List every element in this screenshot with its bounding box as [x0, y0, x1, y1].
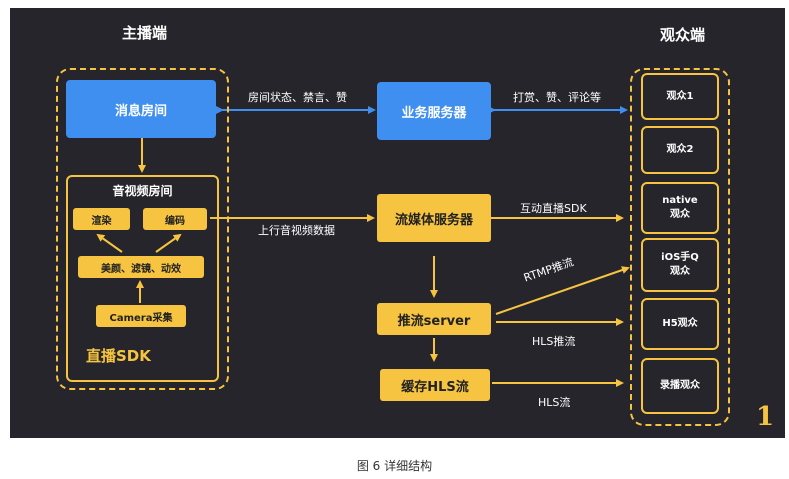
push-server: 推流server — [377, 303, 491, 335]
anchor-group — [56, 68, 229, 390]
label-interactive-sdk: 互动直播SDK — [520, 202, 587, 215]
client-label: native — [662, 195, 698, 206]
label-upstream: 上行音视频数据 — [258, 224, 335, 237]
label-room-status: 房间状态、禁言、赞 — [248, 91, 347, 104]
client-label: iOS手Q — [661, 252, 699, 263]
client-sublabel: 观众 — [670, 209, 690, 220]
diagram-canvas: 主播端 观众端 消息房间 音视频房间 渲染 编码 美颜、滤镜、动效 Camera… — [10, 8, 785, 438]
client-label: 录播观众 — [660, 380, 700, 391]
sdk-label: 直播SDK — [86, 346, 151, 365]
corner-mark: 1 — [756, 402, 775, 432]
figure-caption: 图 6 详细结构 — [356, 459, 433, 473]
audience-viewer-2: 观众2 — [641, 126, 719, 174]
hls-cache: 缓存HLS流 — [380, 369, 490, 401]
camera-box: Camera采集 — [96, 305, 186, 327]
media-server: 流媒体服务器 — [377, 194, 491, 242]
client-sublabel: 观众 — [670, 266, 690, 277]
audience-native: native 观众 — [641, 182, 719, 234]
audience-recorded: 录播观众 — [641, 358, 719, 414]
av-room — [66, 175, 219, 382]
effects-box: 美颜、滤镜、动效 — [78, 256, 204, 278]
label-hls-push: HLS推流 — [532, 335, 576, 348]
anchor-title: 主播端 — [122, 24, 168, 42]
audience-viewer-1: 观众1 — [641, 73, 719, 120]
av-room-title: 音视频房间 — [112, 183, 173, 198]
edge-effects-render — [96, 233, 123, 253]
client-label: H5观众 — [662, 318, 698, 329]
encode-box: 编码 — [143, 208, 207, 230]
edge-effects-encode — [155, 233, 182, 253]
client-label: 观众1 — [666, 90, 694, 102]
label-hls-stream: HLS流 — [538, 396, 571, 409]
render-box: 渲染 — [73, 208, 130, 230]
diagram-connectors — [96, 106, 630, 387]
edge-push-ios — [495, 266, 630, 315]
client-label: 观众2 — [666, 144, 694, 155]
label-reward: 打赏、赞、评论等 — [513, 91, 601, 104]
message-room: 消息房间 — [66, 80, 216, 138]
audience-title: 观众端 — [660, 26, 706, 44]
audience-group — [630, 68, 730, 426]
audience-h5: H5观众 — [641, 298, 719, 350]
audience-ios-qq: iOS手Q 观众 — [641, 238, 719, 292]
business-server: 业务服务器 — [377, 82, 491, 140]
